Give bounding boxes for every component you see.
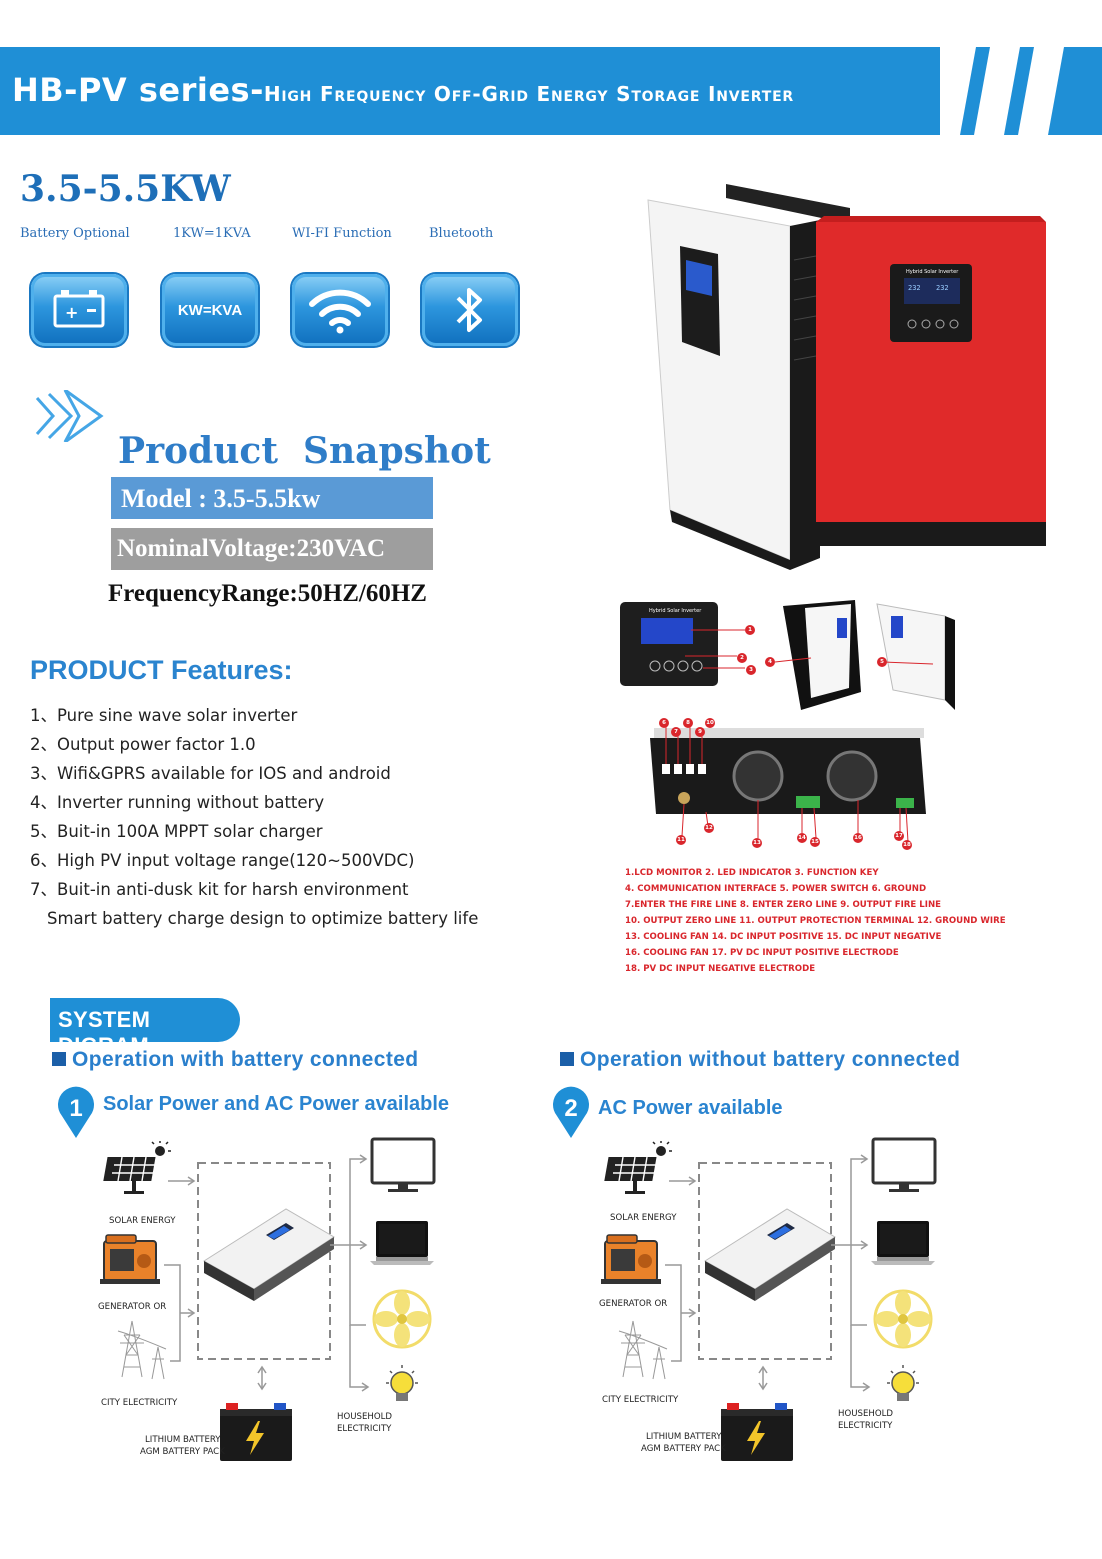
panel-detail-image: Hybrid Solar Inverter <box>620 600 955 710</box>
label-battery-2: AGM BATTERY PACK <box>641 1444 726 1454</box>
terminal-panel-image <box>650 726 926 843</box>
component-legend: 1.LCD MONITOR 2. LED INDICATOR 3. FUNCTI… <box>625 865 1006 977</box>
legend-line: 4. COMMUNICATION INTERFACE 5. POWER SWIT… <box>625 884 927 894</box>
callout-marker: 8 <box>683 718 693 728</box>
label-battery-1: LITHIUM BATTERY <box>646 1432 722 1442</box>
model-bar: Model : 3.5-5.5kw <box>111 477 433 519</box>
right-heading: Operation without battery connected <box>560 1048 960 1072</box>
voltage-bar: NominalVoltage:230VAC <box>111 528 433 570</box>
feature-label-battery: Battery Optional <box>20 226 130 241</box>
label-generator: GENERATOR OR <box>599 1299 668 1309</box>
label-generator: GENERATOR OR <box>98 1302 167 1312</box>
callout-marker: 18 <box>902 840 912 850</box>
left-system-diagram <box>99 1137 436 1461</box>
label-household-2: ELECTRICITY <box>337 1424 392 1434</box>
legend-line: 7.ENTER THE FIRE LINE 8. ENTER ZERO LINE… <box>625 900 942 910</box>
left-heading-text: Operation with battery connected <box>72 1048 419 1071</box>
legend-line: 1.LCD MONITOR 2. LED INDICATOR 3. FUNCTI… <box>625 868 879 878</box>
callout-marker: 16 <box>853 833 863 843</box>
feature-item: 2、Output power factor 1.0 <box>30 735 256 754</box>
pin-1-number: 1 <box>69 1095 82 1122</box>
right-subtitle: AC Power available <box>598 1097 783 1119</box>
svg-text:+: + <box>65 303 78 322</box>
power-range: 3.5-5.5KW <box>20 168 231 210</box>
legend-line: 10. OUTPUT ZERO LINE 11. OUTPUT PROTECTI… <box>625 916 1006 926</box>
callout-marker: 17 <box>894 831 904 841</box>
feature-label-kva: 1KW=1KVA <box>173 226 251 241</box>
label-city: CITY ELECTRICITY <box>602 1395 679 1405</box>
callout-marker: 10 <box>705 718 715 728</box>
kw-kva-text: KW=KVA <box>177 301 243 319</box>
feature-item: 3、Wifi&GPRS available for IOS and androi… <box>30 764 391 783</box>
legend-line: 16. COOLING FAN 17. PV DC INPUT POSITIVE… <box>625 948 899 958</box>
square-bullet-icon <box>52 1052 66 1066</box>
right-heading-text: Operation without battery connected <box>580 1048 961 1071</box>
feature-item: 1、Pure sine wave solar inverter <box>30 706 298 725</box>
lcd-left: 232 <box>908 284 921 292</box>
callout-marker: 1 <box>745 625 755 635</box>
page-title: HB-PV series-High frequency off-grid ene… <box>12 71 794 109</box>
square-bullet-icon <box>560 1052 574 1066</box>
label-battery-1: LITHIUM BATTERY <box>145 1435 221 1445</box>
panel-label-small: Hybrid Solar Inverter <box>649 608 702 614</box>
right-system-diagram <box>600 1137 937 1461</box>
callout-marker: 3 <box>746 665 756 675</box>
snapshot-title: Product Snapshot <box>118 430 491 472</box>
callout-marker: 5 <box>877 657 887 667</box>
label-household-1: HOUSEHOLD <box>838 1409 894 1419</box>
callout-marker: 4 <box>765 657 775 667</box>
label-city: CITY ELECTRICITY <box>101 1398 178 1408</box>
chevron-arrows-icon <box>35 390 104 442</box>
left-heading: Operation with battery connected <box>52 1048 419 1072</box>
wifi-icon <box>292 274 388 346</box>
label-household-1: HOUSEHOLD <box>337 1412 393 1422</box>
system-diagram-tab: SYSTEM DIGRAM <box>50 998 240 1058</box>
model-text: Model : 3.5-5.5kw <box>121 484 321 513</box>
callout-marker: 6 <box>659 718 669 728</box>
callout-marker: 13 <box>752 838 762 848</box>
product-image: Hybrid Solar Inverter 232 232 <box>647 184 1046 570</box>
system-diagram-title: SYSTEM DIGRAM <box>58 1007 151 1058</box>
pin-2-icon: 2 <box>553 1086 589 1138</box>
callout-marker: 11 <box>676 835 686 845</box>
features-list: 1、Pure sine wave solar inverter 2、Output… <box>30 701 478 933</box>
legend-line: 13. COOLING FAN 14. DC INPUT POSITIVE 15… <box>625 932 942 942</box>
legend-line: 18. PV DC INPUT NEGATIVE ELECTRODE <box>625 964 816 974</box>
label-solar: SOLAR ENERGY <box>109 1216 176 1226</box>
header-stripes <box>930 47 1102 135</box>
callout-marker: 2 <box>737 653 747 663</box>
bluetooth-icon <box>422 274 518 346</box>
voltage-text: NominalVoltage:230VAC <box>117 535 386 562</box>
callout-marker: 9 <box>695 727 705 737</box>
label-solar: SOLAR ENERGY <box>610 1213 677 1223</box>
kw-kva-icon: KW=KVA <box>162 274 258 346</box>
pin-2-number: 2 <box>564 1095 577 1122</box>
callout-marker: 7 <box>671 727 681 737</box>
feature-label-bluetooth: Bluetooth <box>429 226 494 241</box>
features-title: PRODUCT Features: <box>30 655 293 685</box>
pin-1-icon: 1 <box>58 1086 94 1138</box>
battery-icon: + <box>31 274 127 346</box>
feature-label-wifi: WI-FI Function <box>292 226 392 241</box>
callout-marker: 15 <box>810 837 820 847</box>
feature-item: Smart battery charge design to optimize … <box>47 909 479 928</box>
callout-marker: 14 <box>797 833 807 843</box>
lcd-right: 232 <box>936 284 949 292</box>
feature-item: 4、Inverter running without battery <box>30 793 325 812</box>
feature-item: 5、Buit-in 100A MPPT solar charger <box>30 822 323 841</box>
feature-item: 7、Buit-in anti-dusk kit for harsh enviro… <box>30 880 409 899</box>
panel-label: Hybrid Solar Inverter <box>906 269 959 275</box>
header-banner: HB-PV series-High frequency off-grid ene… <box>0 47 940 135</box>
label-battery-2: AGM BATTERY PACK <box>140 1447 225 1457</box>
left-subtitle: Solar Power and AC Power available <box>103 1093 450 1115</box>
callout-marker: 12 <box>704 823 714 833</box>
title-subtitle: High frequency off-grid energy storage i… <box>263 82 795 106</box>
label-household-2: ELECTRICITY <box>838 1421 893 1431</box>
frequency-text: FrequencyRange:50HZ/60HZ <box>108 580 427 607</box>
title-series: HB-PV series- <box>12 71 264 109</box>
feature-item: 6、High PV input voltage range(120~500VDC… <box>30 851 415 870</box>
